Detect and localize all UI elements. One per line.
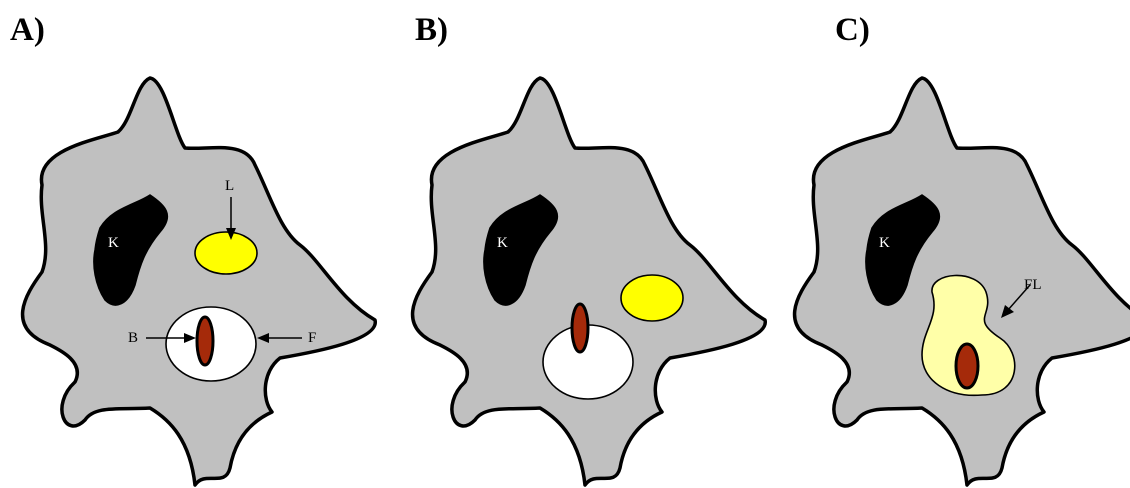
- cell-body-a: [23, 78, 376, 485]
- bacterium-label: B: [128, 330, 138, 346]
- nucleus-label-a: K: [108, 235, 119, 251]
- phagosome-label: F: [308, 330, 316, 346]
- bacterium-b: [572, 304, 588, 352]
- nucleus-label-b: K: [497, 235, 508, 251]
- panel-a-label: A): [10, 12, 45, 48]
- panel-c-label: C): [835, 12, 870, 48]
- phagolysosome-label: FL: [1024, 277, 1042, 293]
- lysosome-a: [195, 232, 257, 274]
- bacterium-a: [197, 317, 213, 365]
- cell-body-b: [413, 78, 766, 485]
- bacterium-c: [956, 344, 978, 388]
- lysosome-label: L: [225, 178, 234, 194]
- panel-c: C) K FL: [795, 12, 1130, 485]
- panel-a: A) K L B F: [10, 12, 375, 485]
- nucleus-label-c: K: [879, 235, 890, 251]
- lysosome-b: [621, 275, 683, 321]
- panel-b: B) K: [413, 12, 766, 485]
- panel-b-label: B): [415, 12, 448, 48]
